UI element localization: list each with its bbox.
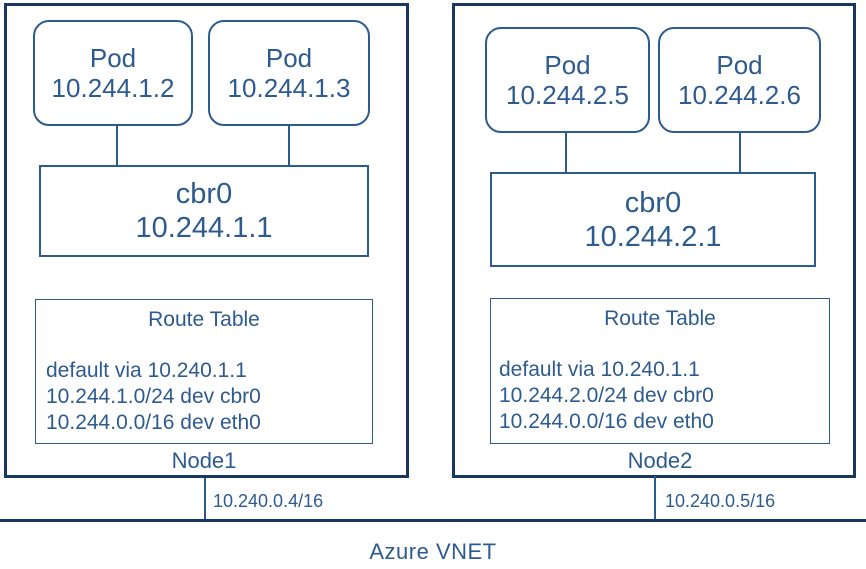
node1-route-table-box: Route Table default via 10.240.1.1 10.24… bbox=[35, 299, 373, 444]
node2-vnet-connector bbox=[654, 476, 656, 521]
node2-bridge-box: cbr0 10.244.2.1 bbox=[490, 172, 816, 267]
node2-pod1-box: Pod 10.244.2.5 bbox=[485, 27, 650, 133]
route-entry: 10.244.0.0/16 dev eth0 bbox=[46, 411, 261, 434]
vnet-line bbox=[0, 519, 866, 522]
node1-bridge-box: cbr0 10.244.1.1 bbox=[39, 165, 369, 257]
route-entry: 10.244.0.0/16 dev eth0 bbox=[499, 410, 714, 433]
node2-nic-ip-label: 10.240.0.5/16 bbox=[665, 491, 776, 511]
bridge-name: cbr0 bbox=[175, 178, 233, 210]
pod-title: Pod bbox=[265, 43, 313, 73]
pod-ip: 10.244.1.2 bbox=[51, 73, 175, 103]
node1-pod1-bridge-connector bbox=[116, 126, 118, 165]
pod-ip: 10.244.1.3 bbox=[227, 73, 351, 103]
node2-pod1-bridge-connector bbox=[565, 133, 567, 172]
route-table-entries: default via 10.240.1.1 10.244.1.0/24 dev… bbox=[46, 358, 261, 436]
bridge-ip: 10.244.2.1 bbox=[584, 220, 722, 253]
pod-title: Pod bbox=[716, 50, 763, 80]
route-entry: default via 10.240.1.1 bbox=[499, 358, 700, 381]
route-entry: 10.244.1.0/24 dev cbr0 bbox=[46, 385, 261, 408]
route-table-entries: default via 10.240.1.1 10.244.2.0/24 dev… bbox=[499, 357, 714, 435]
pod-title: Pod bbox=[89, 43, 137, 73]
node2-pod2-box: Pod 10.244.2.6 bbox=[658, 27, 821, 133]
node2-label: Node2 bbox=[627, 448, 693, 473]
pod-ip: 10.244.2.6 bbox=[678, 80, 801, 110]
route-table-title: Route Table bbox=[604, 307, 716, 330]
bridge-name: cbr0 bbox=[624, 186, 682, 219]
bridge-ip: 10.244.1.1 bbox=[135, 212, 273, 244]
node1-pod2-bridge-connector bbox=[288, 126, 290, 165]
node1-nic-ip-label: 10.240.0.4/16 bbox=[213, 491, 324, 511]
pod-ip: 10.244.2.5 bbox=[506, 80, 629, 110]
node2-route-table-box: Route Table default via 10.240.1.1 10.24… bbox=[490, 298, 830, 444]
node1-label: Node1 bbox=[171, 448, 237, 473]
route-entry: default via 10.240.1.1 bbox=[46, 359, 247, 382]
node1-pod1-box: Pod 10.244.1.2 bbox=[33, 20, 193, 126]
route-table-title: Route Table bbox=[148, 308, 260, 331]
node1-vnet-connector bbox=[204, 478, 206, 521]
route-entry: 10.244.2.0/24 dev cbr0 bbox=[499, 384, 714, 407]
vnet-label: Azure VNET bbox=[369, 539, 497, 564]
pod-title: Pod bbox=[544, 50, 591, 80]
node1-pod2-box: Pod 10.244.1.3 bbox=[208, 20, 370, 126]
node2-pod2-bridge-connector bbox=[739, 133, 741, 172]
